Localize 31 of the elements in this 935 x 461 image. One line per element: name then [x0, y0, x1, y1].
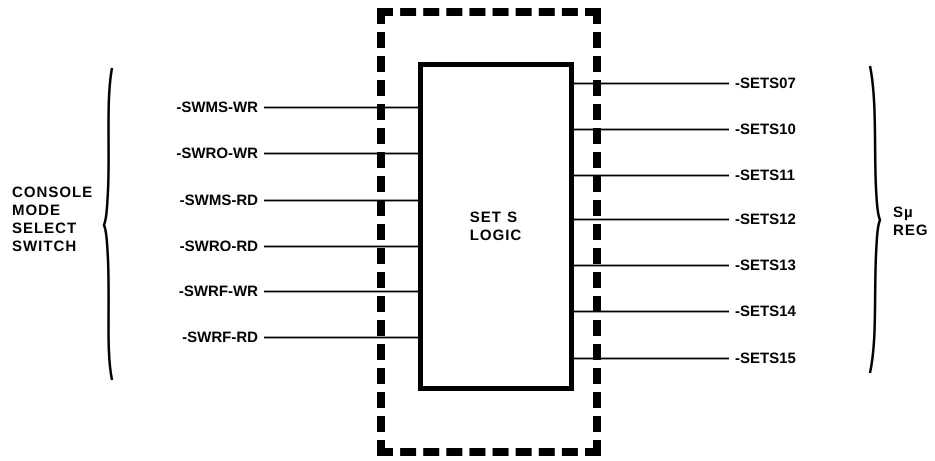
signal-name: -SWMS-WR	[176, 99, 258, 116]
block-label: SET S LOGIC	[470, 208, 522, 244]
signal-line	[574, 82, 729, 84]
signal-name: -SETS15	[735, 350, 796, 367]
signal-name: -SETS11	[735, 167, 796, 184]
signal-name: -SETS07	[735, 75, 796, 92]
logic-block	[418, 62, 574, 391]
bus-label: CONSOLE MODE SELECT SWITCH	[12, 184, 94, 256]
signal-line	[574, 174, 729, 176]
signal-name: -SWRF-RD	[182, 329, 258, 346]
signal-name: -SWMS-RD	[180, 192, 258, 209]
signal-line	[574, 128, 729, 130]
signal-name: -SETS13	[735, 257, 796, 274]
signal-line	[264, 290, 418, 292]
signal-name: -SWRF-WR	[178, 283, 258, 300]
signal-line	[264, 152, 418, 154]
dashed-boundary-box	[377, 8, 601, 456]
signal-line	[574, 218, 729, 220]
signal-name: -SWRO-WR	[176, 145, 258, 162]
signal-line	[264, 336, 418, 338]
signal-name: -SWRO-RD	[180, 238, 258, 255]
signal-line	[574, 310, 729, 312]
signal-line	[264, 200, 418, 202]
bus-label: Sµ REG	[893, 204, 928, 240]
signal-line	[264, 106, 418, 108]
signal-line	[574, 264, 729, 266]
signal-line	[264, 246, 418, 248]
signal-name: -SETS10	[735, 121, 796, 138]
signal-line	[574, 358, 729, 360]
signal-name: -SETS12	[735, 211, 796, 228]
signal-name: -SETS14	[735, 303, 796, 320]
